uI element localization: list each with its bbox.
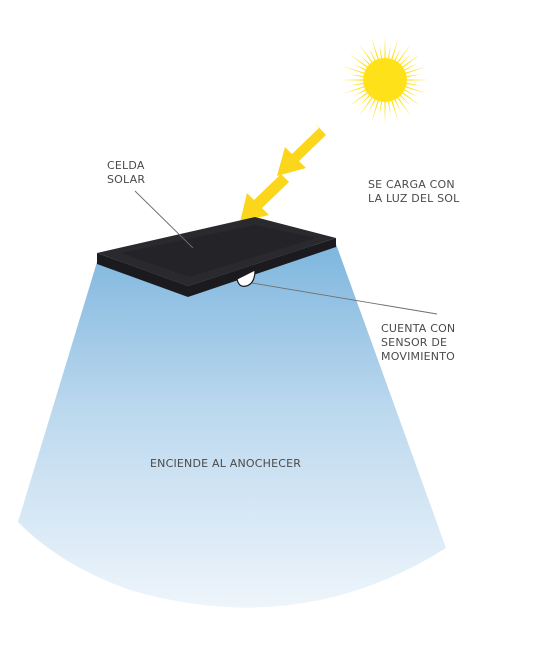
solar-cell-label-line-1: CELDA: [107, 159, 145, 172]
sun-ray: [341, 79, 368, 81]
panel-side: [97, 238, 336, 297]
sun-ray: [349, 89, 371, 106]
charge-label-line-2: LA LUZ DEL SOL: [368, 192, 460, 205]
sun-ray: [399, 54, 421, 71]
sensor-label-line-3: MOVIMIENTO: [381, 350, 456, 363]
sun-ray: [368, 47, 378, 65]
sun-ray: [402, 82, 421, 86]
solar-panel-icon: [97, 217, 336, 297]
sun-ray: [394, 44, 411, 66]
sun-ray: [387, 97, 391, 116]
sun-ray: [400, 63, 418, 73]
sunlight-arrow-lower: [240, 170, 289, 222]
sun-ray: [379, 44, 383, 63]
sun-ray: [392, 95, 402, 113]
sun-ray: [387, 44, 391, 63]
charge-label: SE CARGA CON LA LUZ DEL SOL: [368, 178, 460, 206]
sun-icon: [341, 36, 429, 124]
sun-ray: [352, 87, 370, 97]
sun-ray: [368, 95, 378, 113]
sun-ray: [343, 66, 369, 76]
sun-ray: [384, 36, 386, 63]
sun-ray: [379, 97, 383, 116]
sun-ray: [394, 94, 411, 116]
sensor-label-line-1: CUENTA CON: [381, 322, 456, 335]
panel-cell: [121, 225, 316, 277]
sun-ray: [371, 38, 381, 64]
sensor-label-line-2: SENSOR DE: [381, 336, 448, 349]
sun-ray: [349, 54, 371, 71]
sun-ray: [402, 74, 421, 78]
solar-cell-label: CELDA SOLAR: [107, 159, 145, 187]
sun-ray: [401, 66, 427, 76]
sun-ray: [389, 38, 399, 64]
sun-ray: [402, 79, 429, 81]
sun-ray: [359, 94, 376, 116]
sun-ray: [392, 47, 402, 65]
sun-ray: [343, 84, 369, 94]
solar-cell-leader: [134, 190, 194, 249]
sun-ray: [349, 82, 368, 86]
sun-ray: [401, 84, 427, 94]
solar-cell-label-line-2: SOLAR: [107, 173, 146, 186]
motion-sensor-icon: [236, 269, 256, 287]
sun-ray: [352, 63, 370, 73]
sun-ray: [400, 87, 418, 97]
sunlight-arrow-icon: [240, 123, 326, 222]
sun-ray: [399, 89, 421, 106]
light-beam: [18, 244, 446, 608]
night-label: ENCIENDE AL ANOCHECER: [150, 457, 302, 470]
sun-ray: [349, 74, 368, 78]
sensor-label: CUENTA CON SENSOR DE MOVIMIENTO: [381, 322, 455, 364]
sensor-leader: [251, 282, 438, 315]
sun-ray: [359, 44, 376, 66]
sun-ray: [384, 97, 386, 124]
charge-label-line-1: SE CARGA CON: [368, 178, 455, 191]
sun-ray: [371, 96, 381, 122]
sun-ray: [389, 96, 399, 122]
sunlight-arrow-upper: [277, 123, 326, 176]
